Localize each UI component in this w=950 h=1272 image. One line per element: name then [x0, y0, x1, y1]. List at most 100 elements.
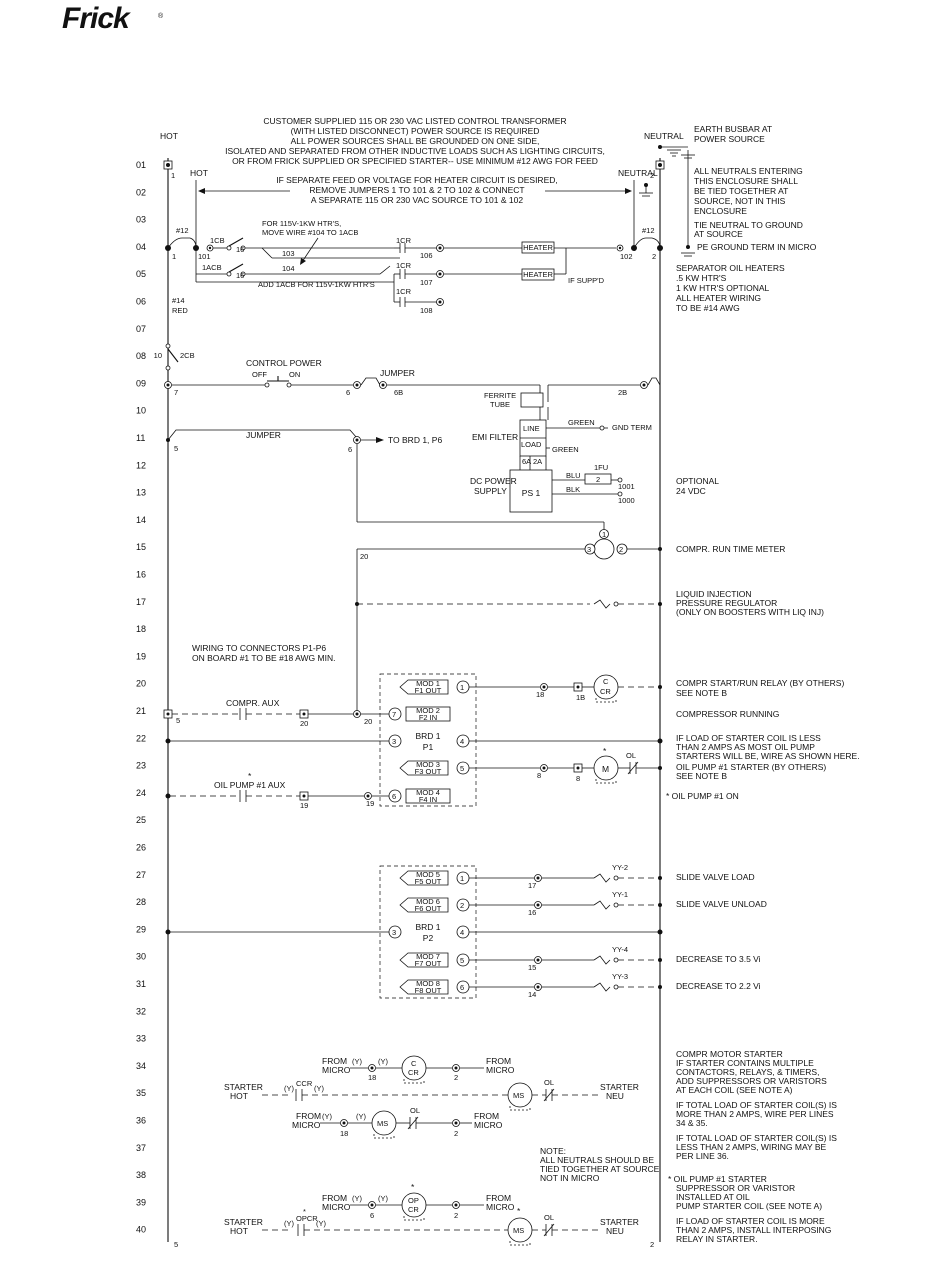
svg-text:MS: MS: [377, 1119, 388, 1128]
svg-text:1CR: 1CR: [396, 261, 412, 270]
right-notes-upper: ALL NEUTRALS ENTERING THIS ENCLOSURE SHA…: [676, 166, 817, 313]
svg-text:HOT: HOT: [230, 1226, 248, 1236]
svg-text:10: 10: [154, 351, 162, 360]
hot2-label: HOT: [190, 168, 208, 178]
neutral-junction: [658, 958, 662, 962]
module-sub: F8 OUT: [415, 986, 442, 995]
header-notes: HOT HOT NEUTRAL NEUTRAL EARTH BUSBAR AT …: [160, 116, 772, 205]
wire-number: 15: [528, 963, 536, 972]
svg-text:7: 7: [174, 388, 178, 397]
module-name: MOD 2: [416, 706, 440, 715]
svg-text:1: 1: [172, 252, 176, 261]
term-2-label: 2: [650, 171, 654, 180]
heater-1-label: HEATER: [523, 243, 553, 252]
module-box: [399, 897, 449, 913]
ps1-label: PS 1: [522, 488, 541, 498]
svg-text:OL: OL: [544, 1078, 554, 1087]
neutral-label: NEUTRAL: [644, 131, 684, 141]
heater-note-2: .5 KW HTR'S: [676, 273, 727, 283]
line-number: 19: [136, 651, 146, 661]
svg-text:OL: OL: [410, 1106, 420, 1115]
svg-text:OIL PUMP #1 STARTER (BY OTHERS: OIL PUMP #1 STARTER (BY OTHERS): [676, 762, 826, 772]
svg-text:BLK: BLK: [566, 485, 580, 494]
svg-text:* OIL PUMP #1 STARTER: * OIL PUMP #1 STARTER: [668, 1174, 767, 1184]
move-wire-2: MOVE WIRE #104 TO 1ACB: [262, 228, 358, 237]
svg-text:IF STARTER CONTAINS MULTIPLE: IF STARTER CONTAINS MULTIPLE: [676, 1058, 814, 1068]
svg-text:107: 107: [420, 278, 433, 287]
svg-text:COMPR MOTOR STARTER: COMPR MOTOR STARTER: [676, 1049, 783, 1059]
separate-feed-3: A SEPARATE 115 OR 230 VAC SOURCE TO 101 …: [311, 195, 523, 205]
pe-ground-label: PE GROUND TERM IN MICRO: [697, 242, 817, 252]
svg-text:2: 2: [454, 1211, 458, 1220]
line-number: 37: [136, 1143, 146, 1153]
svg-text:2: 2: [652, 252, 656, 261]
line-number: 28: [136, 897, 146, 907]
svg-text:GREEN: GREEN: [568, 418, 595, 427]
module-name: MOD 1: [416, 679, 440, 688]
svg-text:(Y): (Y): [378, 1194, 389, 1203]
emi-filter-label: EMI FILTER: [472, 432, 518, 442]
svg-text:LIQUID INJECTION: LIQUID INJECTION: [676, 589, 752, 599]
svg-text:LOAD: LOAD: [521, 440, 542, 449]
svg-text:FROM: FROM: [474, 1111, 499, 1121]
svg-text:NEU: NEU: [606, 1091, 624, 1101]
jumper2-label: JUMPER: [246, 430, 281, 440]
svg-text:TUBE: TUBE: [490, 400, 510, 409]
heater-note-3: 1 KW HTR'S OPTIONAL: [676, 283, 770, 293]
solenoid-terminal: [613, 957, 619, 963]
svg-text:FERRITE: FERRITE: [484, 391, 516, 400]
svg-text:*: *: [517, 1206, 521, 1216]
svg-text:CR: CR: [600, 687, 611, 696]
svg-text:(ONLY ON BOOSTERS WITH LIQ INJ: (ONLY ON BOOSTERS WITH LIQ INJ): [676, 607, 824, 617]
module-box: [399, 760, 449, 776]
line-number: 26: [136, 843, 146, 853]
gauge-red: RED: [172, 306, 188, 315]
move-wire-1: FOR 115V-1KW HTR'S,: [262, 219, 341, 228]
line-number: 21: [136, 706, 146, 716]
svg-text:FROM: FROM: [486, 1193, 511, 1203]
svg-text:WIRING TO CONNECTORS P1-P6: WIRING TO CONNECTORS P1-P6: [192, 643, 326, 653]
line-number: 04: [136, 242, 146, 252]
svg-text:20: 20: [364, 717, 372, 726]
svg-text:NOT IN MICRO: NOT IN MICRO: [540, 1173, 600, 1183]
control-power-label: CONTROL POWER: [246, 358, 322, 368]
svg-text:104: 104: [282, 264, 295, 273]
svg-text:STARTER: STARTER: [224, 1217, 263, 1227]
neutral-note-2: THIS ENCLOSURE SHALL: [694, 176, 798, 186]
svg-text:MS: MS: [513, 1226, 524, 1235]
compressor-running-label: COMPRESSOR RUNNING: [676, 709, 779, 719]
svg-text:IF TOTAL LOAD OF STARTER COIL(: IF TOTAL LOAD OF STARTER COIL(S) IS: [676, 1100, 837, 1110]
svg-text:OPCR: OPCR: [296, 1214, 318, 1223]
separate-feed-1: IF SEPARATE FEED OR VOLTAGE FOR HEATER C…: [276, 175, 557, 185]
svg-text:MICRO: MICRO: [486, 1202, 515, 1212]
svg-text:16: 16: [236, 271, 244, 280]
svg-text:8: 8: [576, 774, 580, 783]
svg-text:*: *: [603, 746, 607, 756]
terminal-center: [536, 903, 540, 907]
line-number: 15: [136, 542, 146, 552]
svg-text:ON BOARD #1 TO BE #18 AWG MIN.: ON BOARD #1 TO BE #18 AWG MIN.: [192, 653, 335, 663]
svg-text:INSTALLED AT OIL: INSTALLED AT OIL: [676, 1192, 750, 1202]
svg-text:NOTE:: NOTE:: [540, 1146, 566, 1156]
module-sub: F2 IN: [419, 713, 437, 722]
wire-number: 16: [528, 908, 536, 917]
svg-text:(Y): (Y): [356, 1112, 367, 1121]
logo-text: Frick: [62, 2, 131, 35]
svg-text:6B: 6B: [394, 388, 403, 397]
svg-text:106: 106: [420, 251, 433, 260]
line-number: 35: [136, 1088, 146, 1098]
right-notes-lower: COMPR MOTOR STARTER IF STARTER CONTAINS …: [668, 1049, 837, 1244]
solenoid-coil: [593, 982, 611, 992]
svg-text:(Y): (Y): [378, 1057, 389, 1066]
line-number: 06: [136, 297, 146, 307]
decrease-22-label: DECREASE TO 2.2 Vi: [676, 981, 761, 991]
svg-text:5: 5: [174, 1240, 178, 1249]
svg-text:1001: 1001: [618, 482, 635, 491]
svg-text:FROM: FROM: [322, 1056, 347, 1066]
svg-text:18: 18: [340, 1129, 348, 1138]
heater-2-label: HEATER: [523, 270, 553, 279]
module-pin-label: 2: [460, 901, 464, 910]
svg-text:2A: 2A: [533, 457, 542, 466]
compr-aux-label: COMPR. AUX: [226, 698, 280, 708]
